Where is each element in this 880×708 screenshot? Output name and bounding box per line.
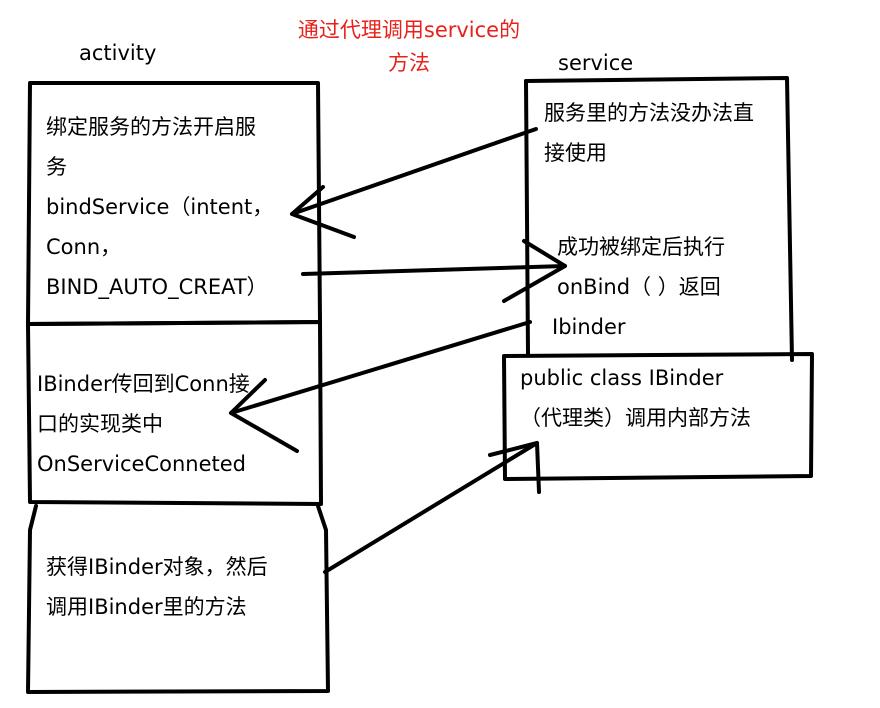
arrow-ibinder-to-conn-head	[229, 378, 299, 453]
service-box-top-text: 服务里的方法没办法直 接使用	[544, 93, 754, 173]
service-box-bind-text: 成功被绑定后执行 onBind（ ）返回 Ibinder	[552, 227, 725, 347]
arrow-ibinder-to-conn	[229, 320, 532, 415]
onbind-line-1: 成功被绑定后执行	[557, 235, 725, 259]
service-line-2: 接使用	[544, 141, 607, 165]
diagram-title-line-2: 方法	[388, 50, 430, 75]
service-box-left-edge	[524, 79, 530, 356]
bind-line-5: BIND_AUTO_CREAT）	[46, 275, 268, 299]
arrow-call-to-ibinder	[323, 441, 539, 574]
onbind-line-3: Ibinder	[552, 315, 626, 339]
conn-line-2: 口的实现类中	[37, 412, 163, 436]
diagram-title: 通过代理调用service的 方法	[259, 14, 559, 79]
arrow-call-to-ibinder-head	[488, 441, 541, 494]
activity-box-call	[26, 504, 330, 694]
ibinder-line-1: public class IBinder	[520, 366, 724, 390]
activity-label: activity	[79, 41, 157, 65]
service-box	[524, 76, 794, 362]
call-line-2: 调用IBinder里的方法	[46, 595, 247, 619]
ibinder-line-2: （代理类）调用内部方法	[520, 406, 751, 430]
service-label: service	[558, 51, 634, 75]
ibinder-box	[502, 352, 814, 481]
arrow-service-to-activity	[290, 127, 538, 216]
onbind-line-2: onBind（ ）返回	[557, 275, 721, 299]
service-line-1: 服务里的方法没办法直	[544, 101, 754, 125]
arrow-service-to-activity-head	[290, 185, 356, 239]
activity-box-conn	[26, 320, 323, 506]
call-line-1: 获得IBinder对象，然后	[46, 555, 268, 579]
bind-line-1: 绑定服务的方法开启服	[46, 115, 256, 139]
activity-box-bind-text: 绑定服务的方法开启服 务 bindService（intent， Conn， B…	[46, 107, 273, 307]
activity-box-call-text: 获得IBinder对象，然后 调用IBinder里的方法	[46, 547, 268, 627]
bind-line-4: Conn，	[46, 235, 122, 259]
arrow-activity-to-onbind	[301, 264, 567, 276]
ibinder-box-text: public class IBinder （代理类）调用内部方法	[520, 358, 751, 438]
conn-line-1: IBinder传回到Conn接	[37, 372, 250, 396]
activity-box-conn-text: IBinder传回到Conn接 口的实现类中 OnServiceConneted	[37, 364, 250, 484]
conn-line-3: OnServiceConneted	[37, 452, 246, 476]
diagram-title-line-1: 通过代理调用service的	[297, 18, 521, 42]
bind-line-3: bindService（intent，	[46, 195, 274, 219]
arrow-activity-to-onbind-head	[502, 239, 567, 303]
bind-line-2: 务	[46, 155, 67, 179]
